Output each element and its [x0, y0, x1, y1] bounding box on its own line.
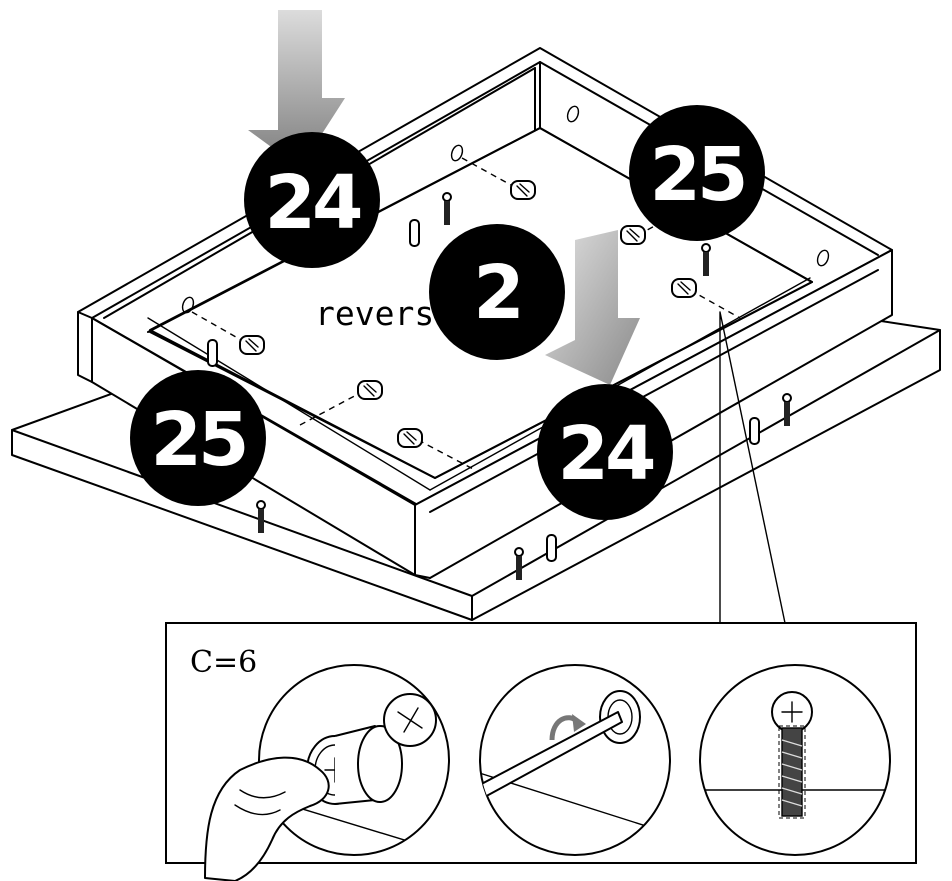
cam-bolt: [256, 500, 266, 533]
down-arrow-icon: [248, 10, 345, 168]
part-badge-25: 25: [629, 105, 765, 241]
part-badge-24: 24: [244, 132, 380, 268]
part-number: 25: [151, 397, 246, 483]
hand-pressing-icon: [204, 756, 330, 881]
cam-bolt-section-icon: [771, 691, 813, 819]
hardware-parts: [207, 180, 792, 580]
quantity-label: C=6: [190, 645, 257, 680]
turn-screwdriver-step: [479, 664, 671, 856]
cam-bolt: [514, 547, 524, 580]
cam-lock: [397, 428, 423, 448]
cam-bolt: [701, 243, 711, 276]
dowel: [207, 339, 218, 367]
part-badge-24: 24: [537, 384, 673, 520]
cam-lock: [357, 380, 383, 400]
cam-lock: [239, 335, 265, 355]
cam-bolt: [442, 192, 452, 225]
part-number: 2: [473, 250, 521, 336]
cam-bolt: [782, 393, 792, 426]
part-badge-25: 25: [130, 370, 266, 506]
cam-lock: [510, 180, 536, 200]
cam-lock: [620, 225, 646, 245]
dowel: [409, 219, 420, 247]
locked-cam-section-step: [699, 664, 891, 856]
dowel: [546, 534, 557, 562]
part-number: 25: [650, 132, 745, 218]
detail-callout-box: C=6: [165, 622, 917, 881]
part-number: 24: [265, 160, 361, 246]
dowel: [749, 417, 760, 445]
part-number: 24: [558, 411, 654, 497]
part-badge-2: 2: [429, 224, 565, 360]
callout-pointer: [719, 311, 786, 624]
cam-lock: [671, 278, 697, 298]
down-arrow-icon: [545, 230, 640, 385]
